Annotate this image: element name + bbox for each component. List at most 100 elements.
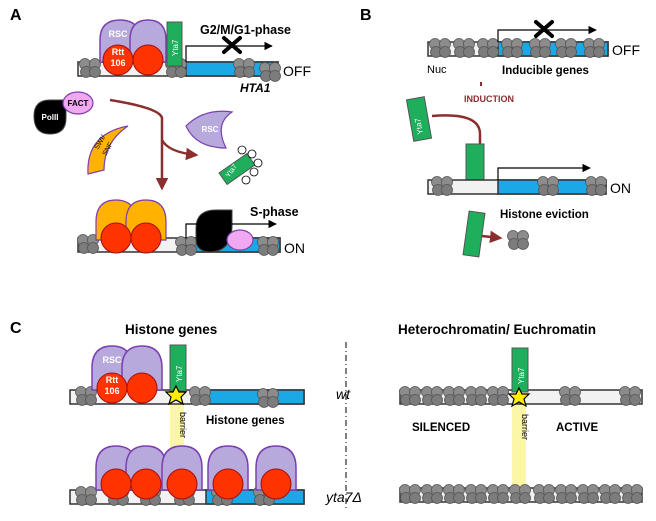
gene-region-c-wt [205, 389, 305, 405]
nucleosome [619, 386, 641, 406]
yta7-free [218, 152, 256, 186]
panel-b-letter: B [360, 7, 372, 24]
nucleosome [477, 38, 499, 58]
transition-arrow [109, 98, 169, 191]
nucleosome [443, 484, 465, 504]
yta7-label: Yta7 [517, 367, 526, 384]
nucleosome [453, 38, 475, 58]
nucleosome [583, 38, 605, 58]
nucleosome [599, 484, 621, 504]
nucleosome [189, 386, 211, 406]
nucleosome [533, 484, 555, 504]
nucleosome [257, 236, 279, 256]
nucleosome [529, 38, 551, 58]
nucleosome [421, 484, 443, 504]
nucleosome [537, 176, 559, 196]
nucleosome [621, 484, 643, 504]
nucleosome [501, 38, 523, 58]
eviction-arrow [481, 230, 503, 244]
panel-c: C Histone genes Heterochromatin/ Euchrom… [10, 320, 643, 510]
rsc-label: RSC [108, 29, 128, 39]
phase-label-bottom: S-phase [250, 205, 299, 219]
yta7-evicting [462, 210, 486, 258]
panel-c-letter: C [10, 320, 22, 337]
block-x-icon [222, 36, 242, 54]
eviction-label: Histone eviction [500, 209, 589, 221]
transcription-arrow [497, 25, 597, 42]
wt-label: wt [336, 386, 351, 402]
nucleosome [465, 386, 487, 406]
yta7-label: Yta7 [413, 117, 425, 135]
nucleosome [175, 236, 197, 256]
polii-protein [33, 99, 67, 135]
state-off-b: OFF [612, 42, 640, 58]
nucleosome [429, 38, 451, 58]
rtt106-protein [130, 222, 162, 254]
state-on-a: ON [284, 240, 305, 256]
state-off-a: OFF [283, 63, 311, 79]
nucleosome [233, 58, 255, 78]
nucleosome [507, 230, 529, 250]
phosphate-icons [237, 145, 263, 185]
state-on-b: ON [610, 180, 631, 196]
nucleosome [487, 484, 509, 504]
nucleosome [487, 386, 509, 406]
transcription-arrow [185, 41, 273, 62]
transcription-arrow [185, 219, 277, 238]
rtt-label: 106 [104, 386, 119, 396]
nucleosome [465, 484, 487, 504]
nucleosome [431, 176, 453, 196]
nuc-label: Nuc [427, 64, 447, 76]
gene-name-hta1: HTA1 [240, 81, 271, 95]
fact-protein [62, 91, 94, 115]
nucleosome [509, 484, 531, 504]
nucleosome [77, 234, 99, 254]
rtt106-protein [132, 44, 164, 76]
rtt106-protein [100, 222, 132, 254]
yta7-label: Yta7 [171, 39, 180, 56]
panel-a: A RSC Rtt 106 Yta7 G2/M/G1-phase OFF HTA… [10, 7, 311, 256]
silenced-label: SILENCED [412, 422, 470, 434]
nucleosome [555, 484, 577, 504]
mutant-label: yta7Δ [325, 489, 362, 505]
barrier-label: barrier [178, 412, 188, 438]
phase-label-top: G2/M/G1-phase [200, 23, 291, 37]
nucleosome [555, 38, 577, 58]
yta7-protein [405, 96, 433, 142]
nucleosome [259, 62, 281, 82]
nucleosome [421, 386, 443, 406]
nucleosome [79, 58, 101, 78]
barrier-label: barrier [520, 414, 530, 440]
rsc-array [95, 445, 297, 500]
transcription-arrow [497, 163, 591, 180]
yta7-label: Yta7 [175, 365, 184, 382]
nucleosome [399, 484, 421, 504]
nucleosome [399, 386, 421, 406]
polii-bound [195, 209, 233, 253]
swi-snf-protein [87, 125, 129, 175]
nucleosome [75, 486, 97, 506]
rsc-free-label: RSC [202, 125, 219, 134]
nucleosome [585, 176, 607, 196]
panel-b: B OFF Nuc Inducible genes INDUCTION Yta7 [360, 7, 640, 258]
panel-a-letter: A [10, 7, 22, 24]
active-label: ACTIVE [556, 422, 599, 434]
rtt106-protein [126, 372, 158, 404]
nucleosome [257, 388, 279, 408]
barrier-column-right [512, 398, 526, 486]
yta7-protein [166, 21, 183, 67]
block-x-icon [534, 20, 554, 38]
rtt-label: Rtt [106, 375, 119, 385]
rtt-label: 106 [110, 58, 125, 68]
nucleosome [577, 484, 599, 504]
polii-label: PolII [42, 113, 59, 122]
rsc-label: RSC [102, 355, 122, 365]
left-title: Histone genes [125, 322, 217, 337]
release-arrow [160, 139, 199, 161]
fact-label: FACT [68, 99, 89, 108]
recruitment-arrow [431, 114, 482, 146]
barrier-star-icon [164, 384, 188, 406]
induction-label: INDUCTION [464, 94, 514, 104]
rsc-free [185, 110, 234, 149]
